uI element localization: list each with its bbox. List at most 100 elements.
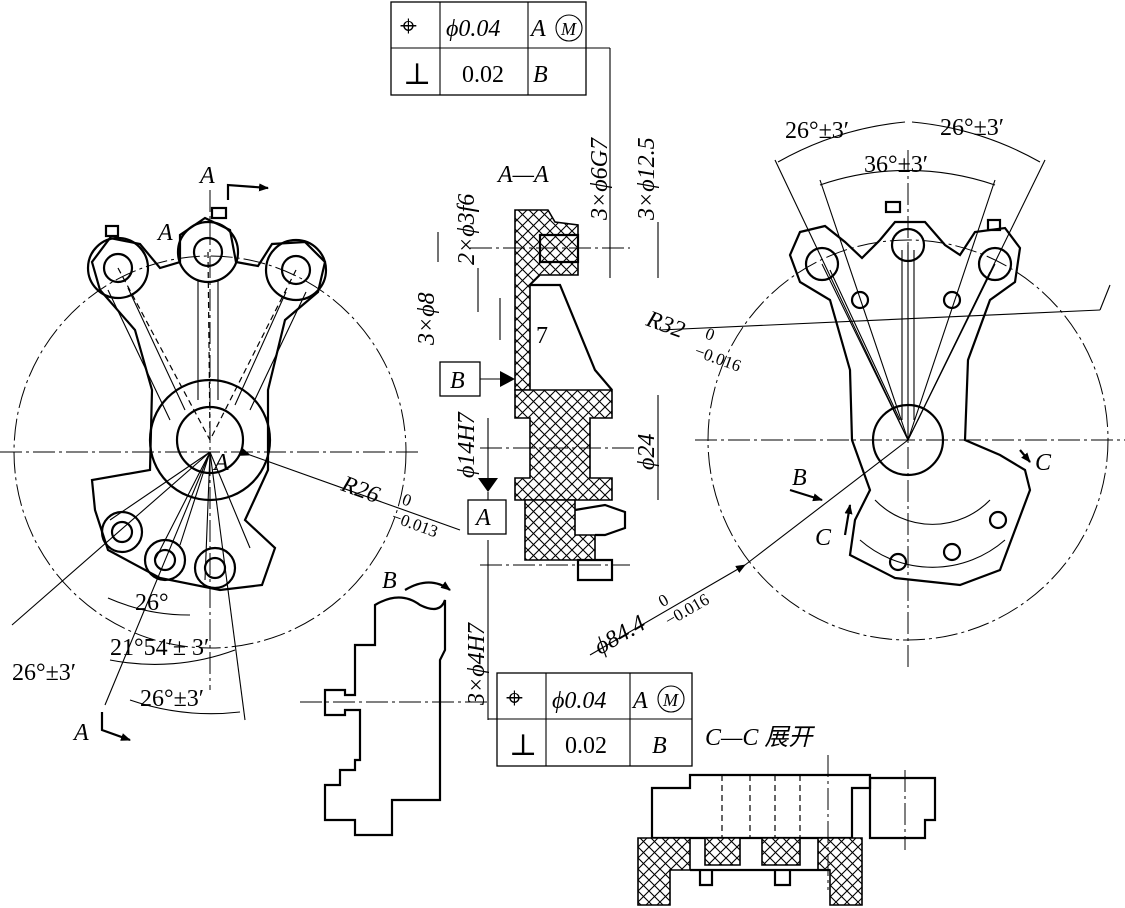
left-view: A A A A 26° 21°54′± 3′ 26°±3′ 26°±3′ R26… — [0, 163, 461, 746]
right-hole-3 — [988, 510, 1008, 530]
datum-a-frame — [467, 499, 507, 535]
section-cc-hatch-right — [817, 837, 863, 906]
fcf-bottom-perp-icon: ⊥ — [509, 729, 537, 762]
dim-125-label-g: 3×ϕ12.5 — [634, 137, 660, 221]
fcf-bottom-perp-datum: B — [652, 733, 667, 759]
fcf-top-modifier-circle — [555, 14, 583, 42]
left-dim-26pm-left: 26°±3′ — [12, 660, 76, 686]
right-dim-26-right: 26°±3′ — [940, 115, 1004, 141]
fcf-top: ⌖ ϕ0.04 A M ⊥ 0.02 B — [390, 1, 610, 96]
section-cc-hatch-mid1 — [704, 837, 741, 866]
view-b: B — [300, 568, 488, 837]
left-lboss-3-outer — [193, 546, 237, 590]
left-lboss-1-inner — [110, 520, 134, 544]
left-radials — [109, 451, 251, 581]
right-r32-lower: −0.016 — [692, 341, 743, 375]
datum-b-label: B — [450, 368, 465, 394]
dim-14h7-label-g: ϕ14H7 — [454, 411, 480, 478]
left-arm-1 — [107, 287, 186, 421]
left-boss-2-pin — [210, 206, 228, 220]
dim-3f6-label-g: 2×ϕ3f6 — [454, 194, 480, 265]
fcf-top-perp-icon: ⊥ — [403, 58, 431, 91]
left-dim-26: 26° — [135, 590, 169, 616]
left-boss-3-inner — [280, 254, 312, 286]
right-hole-5 — [888, 552, 908, 572]
dim-6g7-label-g: 3×ϕ6G7 — [587, 137, 613, 221]
left-boss-1-outer — [86, 236, 150, 300]
fcf-top-perp-tol: 0.02 — [462, 62, 504, 88]
section-cc-hatch-mid2 — [761, 837, 801, 866]
dim-3f6-label: 2×ϕ3f6 — [454, 194, 480, 265]
fcf-bottom: ⌖ ϕ0.04 A M ⊥ 0.02 B — [488, 672, 693, 767]
dim-14h7-label: ϕ14H7 — [454, 411, 480, 478]
datum-a-label: A — [474, 505, 491, 531]
dim-125-label: 3×ϕ12.5 — [634, 137, 660, 221]
right-boss-1 — [804, 246, 840, 282]
right-arc-26-right — [911, 121, 1041, 163]
view-b-label: B — [382, 568, 397, 594]
right-arc-36 — [819, 169, 996, 186]
view-b-outline — [323, 596, 447, 837]
fcf-top-position-tol: ϕ0.04 — [446, 16, 500, 42]
left-boss-1-inner — [102, 252, 134, 284]
left-section-arrow-bottom — [100, 712, 131, 742]
right-d844-upper: 0 — [655, 590, 672, 611]
left-arc-26 — [107, 597, 191, 616]
right-boss-pin-2 — [986, 218, 1002, 232]
fcf-bottom-perp-tol: 0.02 — [565, 733, 607, 759]
left-section-arrow-top — [226, 183, 269, 200]
section-cc-right-boss — [868, 776, 937, 840]
left-center-a1: A — [156, 220, 173, 246]
fcf-bottom-modifier: M — [662, 690, 679, 710]
right-d844-leader-2 — [744, 439, 909, 566]
fcf-top-position-datum: A — [529, 16, 546, 42]
right-d844-leader — [589, 564, 746, 656]
left-boss-3-outer — [264, 238, 328, 302]
left-boss-1-pin — [104, 224, 120, 238]
right-boss-3 — [977, 246, 1013, 282]
section-aa-upper-wall — [514, 209, 579, 391]
section-cc: C—C 展开 — [637, 725, 937, 906]
fcf-bottom-position-tol: ϕ0.04 — [552, 688, 606, 714]
left-boss-2-outer — [176, 220, 240, 284]
section-cc-title: C—C 展开 — [705, 725, 815, 751]
left-arm-2 — [197, 280, 219, 400]
right-hole-1 — [850, 290, 870, 310]
section-aa-title: A—A — [496, 162, 549, 188]
fcf-bottom-modifier-circle — [657, 685, 685, 713]
right-b-arrow — [789, 488, 823, 502]
right-ext-3 — [819, 179, 909, 441]
right-ext-1 — [774, 159, 909, 441]
right-r32-main: R32 — [642, 306, 688, 344]
dim-4h7-label: 3×ϕ4H7 — [464, 622, 490, 706]
datum-b-triangle — [500, 371, 515, 387]
section-cc-bottom-details — [690, 868, 830, 887]
right-arms — [821, 245, 996, 441]
dim-8-label-g: 3×ϕ8 — [414, 292, 440, 346]
right-label-c-bottom: C — [815, 525, 832, 551]
datum-b-frame — [439, 361, 481, 397]
left-ext-line — [11, 451, 211, 626]
right-dim-36: 36°±3′ — [864, 152, 928, 178]
left-hub-outer — [148, 378, 272, 502]
right-c-arrow-bottom — [843, 504, 853, 536]
right-slot-arcs — [859, 499, 1006, 568]
right-r32-label: R32 0 −0.016 — [642, 306, 744, 376]
right-arc-26-left — [777, 121, 906, 163]
right-r32-upper: 0 — [703, 324, 717, 345]
left-r26-main: R26 — [337, 471, 383, 509]
left-arm-hidden — [117, 251, 297, 441]
fcf-bottom-position-datum: A — [631, 688, 648, 714]
fcf-top-perp-datum: B — [533, 62, 548, 88]
fcf-top-modifier: M — [560, 19, 577, 39]
right-body-outline — [788, 220, 1032, 587]
dim-6g7-label: 3×ϕ6G7 — [587, 137, 613, 221]
left-lboss-1-outer — [100, 510, 144, 554]
right-view: 26°±3′ 26°±3′ 36°±3′ R32 0 −0.016 ϕ84.4 … — [589, 115, 1125, 670]
datum-a-triangle — [478, 478, 498, 492]
left-label-a-bottom: A — [72, 720, 89, 746]
section-aa: A—A 3×ϕ6G7 3×ϕ12.5 2×ϕ3f6 3×ϕ8 7 — [414, 48, 660, 720]
fcf-top-position-icon: ⌖ — [400, 10, 417, 43]
left-dim-26pm-bottom: 26°±3′ — [140, 686, 204, 712]
